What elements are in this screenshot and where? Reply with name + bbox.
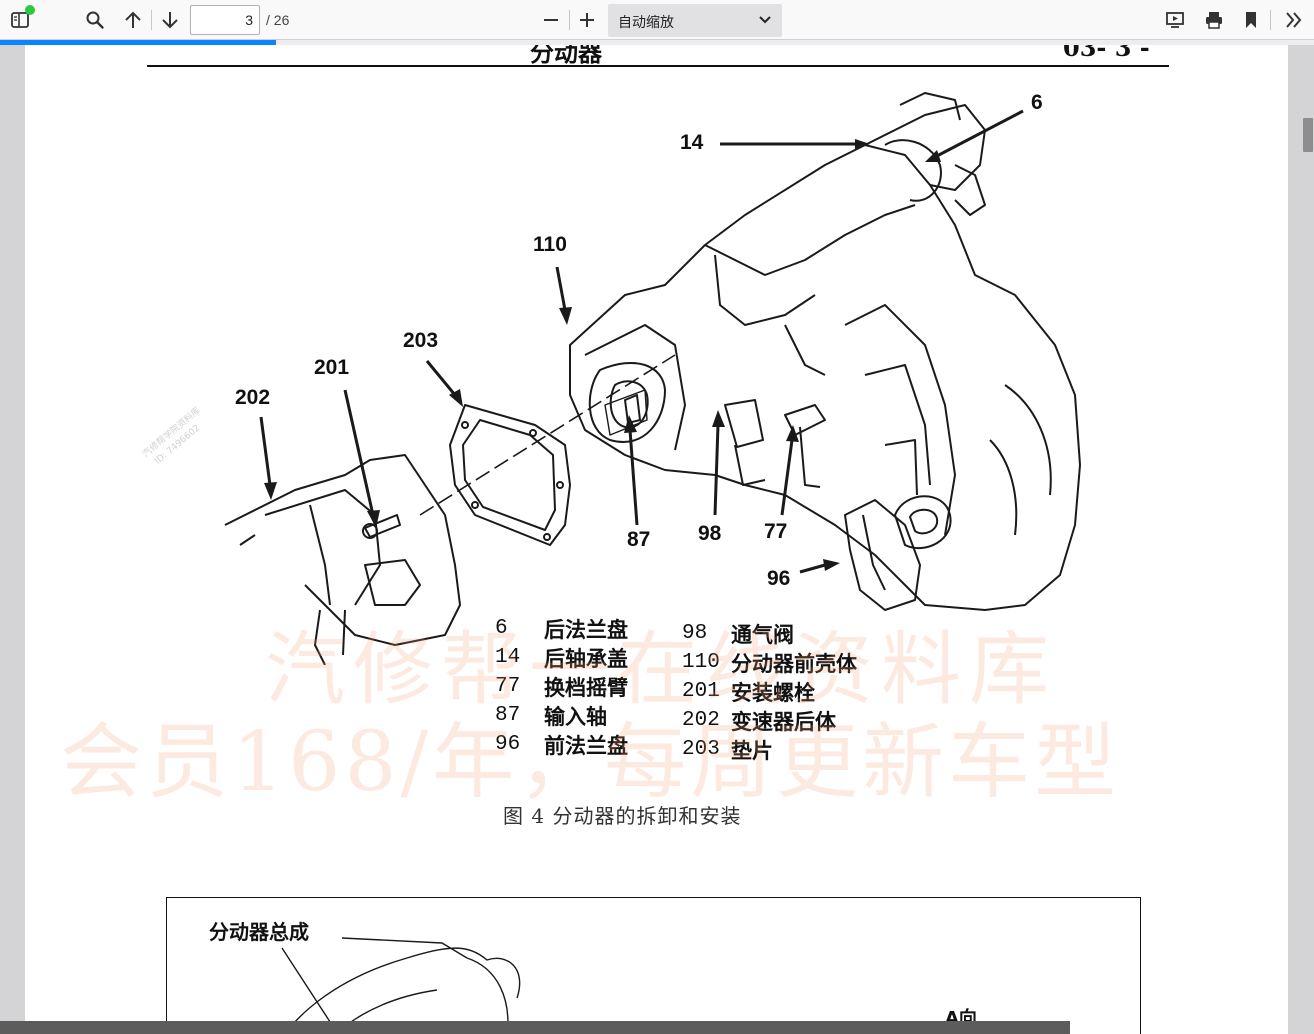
callout-6: 6 (1031, 91, 1043, 114)
legend-number: 203 (682, 738, 720, 761)
callout-96: 96 (767, 567, 791, 590)
search-icon (86, 11, 104, 29)
zoom-select[interactable]: 自动缩放 (608, 4, 782, 37)
legend-item: 201 安装螺栓 (682, 677, 857, 706)
bookmark-button[interactable] (1236, 5, 1266, 35)
bookmark-icon (1246, 12, 1256, 28)
vertical-scrollbar-thumb[interactable] (1303, 118, 1313, 152)
legend-item: 6 后法兰盘 (495, 614, 628, 643)
toolbar-separator (569, 10, 570, 30)
legend-name: 分动器前壳体 (731, 650, 857, 676)
figure-caption: 图 4 分动器的拆卸和安装 (503, 804, 742, 828)
legend-number: 14 (495, 646, 521, 669)
presentation-mode-button[interactable] (1160, 5, 1190, 35)
legend-item: 203 垫片 (682, 735, 857, 764)
toolbar-separator (151, 10, 152, 30)
legend-item: 87 输入轴 (495, 701, 628, 730)
legend-item: 77 换档摇臂 (495, 672, 628, 701)
print-button[interactable] (1199, 5, 1229, 35)
arrow-down-icon (162, 12, 178, 29)
legend-number: 201 (682, 680, 720, 703)
zoom-value: 自动缩放 (618, 15, 674, 31)
callout-77: 77 (764, 520, 788, 543)
callout-203: 203 (403, 329, 439, 352)
double-chevron-right-icon (1286, 12, 1302, 28)
page-number-input[interactable] (190, 5, 260, 35)
header-rule (147, 65, 1169, 67)
notification-dot (25, 5, 35, 15)
zoom-in-button[interactable] (572, 5, 602, 35)
legend-number: 202 (682, 709, 720, 732)
callout-14: 14 (680, 131, 704, 154)
legend-number: 77 (495, 675, 521, 698)
legend-item: 96 前法兰盘 (495, 730, 628, 759)
transfer-case-assembly-diagram (281, 937, 521, 1034)
figure-2-frame: 分动器总成 A向 (166, 897, 1141, 1034)
parts-legend-right: 98 通气阀 110 分动器前壳体 201 安装螺栓 202 变速器后体 203 垫片 (682, 619, 857, 764)
callout-110: 110 (533, 233, 567, 256)
legend-number: 96 (495, 733, 521, 756)
tools-menu-button[interactable] (1279, 5, 1309, 35)
legend-number: 110 (682, 651, 720, 674)
callout-202: 202 (235, 386, 271, 409)
legend-name: 垫片 (731, 737, 773, 763)
find-button[interactable] (80, 5, 110, 35)
parts-legend-left: 6 后法兰盘 14 后轴承盖 77 换档摇臂 87 输入轴 96 前法兰盘 (495, 614, 628, 759)
legend-item: 110 分动器前壳体 (682, 648, 857, 677)
legend-number: 87 (495, 704, 521, 727)
legend-number: 98 (682, 622, 708, 645)
arrow-up-icon (125, 11, 141, 28)
toolbar-separator (1270, 10, 1271, 30)
legend-item: 202 变速器后体 (682, 706, 857, 735)
legend-name: 通气阀 (731, 621, 794, 647)
page-header-number: 03- 3 - (1063, 45, 1150, 62)
legend-name: 输入轴 (544, 703, 607, 729)
page-count-label: / 26 (266, 12, 290, 28)
pdf-page: 分动器 03- 3 - (25, 45, 1288, 1034)
printer-icon (1206, 12, 1222, 29)
horizontal-scrollbar[interactable] (0, 1021, 1070, 1034)
callout-201: 201 (314, 356, 350, 379)
plus-icon (580, 13, 594, 27)
sidebar-toggle-button[interactable] (5, 5, 35, 35)
next-page-button[interactable] (155, 5, 185, 35)
legend-number: 6 (495, 617, 508, 640)
legend-item: 98 通气阀 (682, 619, 857, 648)
callout-98: 98 (698, 522, 722, 545)
legend-name: 安装螺栓 (731, 679, 815, 705)
loading-progress-bar (0, 40, 1314, 45)
page-header-title: 分动器 (530, 45, 602, 67)
pdf-toolbar: / 26 自动缩放 (0, 0, 1314, 40)
presentation-icon (1166, 12, 1184, 28)
legend-name: 后法兰盘 (544, 616, 628, 642)
chevron-down-icon (759, 16, 771, 24)
figure-2-title: 分动器总成 (209, 920, 309, 944)
legend-name: 前法兰盘 (544, 732, 628, 758)
minus-icon (544, 19, 558, 21)
legend-name: 换档摇臂 (544, 674, 628, 700)
zoom-out-button[interactable] (536, 5, 566, 35)
legend-item: 14 后轴承盖 (495, 643, 628, 672)
legend-name: 变速器后体 (731, 708, 836, 734)
sidebar-icon (11, 12, 29, 28)
legend-name: 后轴承盖 (544, 645, 628, 671)
callout-87: 87 (627, 528, 651, 551)
transfer-case-exploded-diagram (224, 92, 1081, 665)
document-viewer[interactable]: 分动器 03- 3 - (0, 45, 1314, 1034)
previous-page-button[interactable] (118, 5, 148, 35)
loading-progress-fill (0, 40, 276, 45)
